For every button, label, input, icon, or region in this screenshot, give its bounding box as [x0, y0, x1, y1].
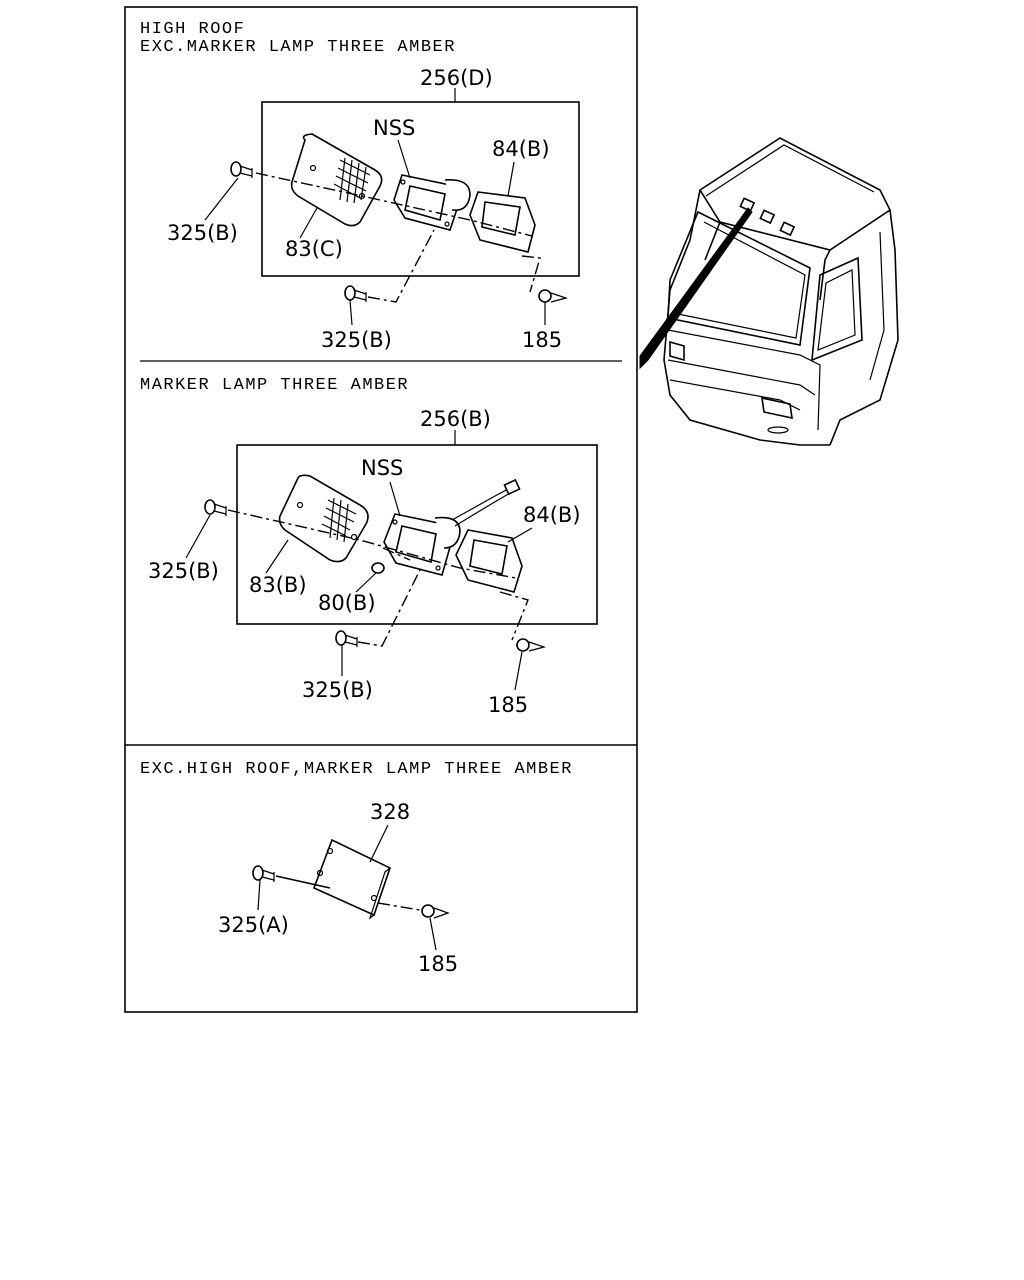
assembly-line — [255, 172, 533, 237]
lens-part — [278, 474, 369, 563]
screw-label: 325(B) — [167, 221, 238, 245]
plate-label: 328 — [370, 800, 410, 824]
section-header-line: MARKER LAMP THREE AMBER — [140, 376, 409, 395]
screw-part — [230, 161, 253, 178]
clip-label: 185 — [522, 328, 562, 352]
nss-label: NSS — [361, 456, 403, 480]
section-marker-lamp: MARKER LAMP THREE AMBER 256(B) — [140, 376, 598, 717]
bulb-part — [371, 562, 385, 574]
leader-line — [299, 207, 318, 239]
section-header-line: EXC.MARKER LAMP THREE AMBER — [140, 38, 456, 57]
bulb-label: 80(B) — [318, 591, 376, 615]
assembly-line — [382, 547, 411, 561]
screw-label: 325(B) — [302, 678, 373, 702]
leader-line — [204, 177, 239, 221]
leader-line — [349, 299, 353, 326]
leader-line — [429, 917, 437, 951]
assembly-line — [275, 875, 331, 889]
leader-line — [397, 139, 411, 179]
assembly-line — [521, 255, 541, 293]
leader-line — [257, 879, 261, 911]
leader-line — [514, 651, 523, 691]
bracket-label: 84(B) — [523, 503, 581, 527]
lamp-housing-part — [393, 174, 471, 231]
assembly-line — [227, 509, 517, 579]
assembly-line — [367, 229, 435, 303]
assembly-line — [357, 569, 421, 647]
lens-label: 83(B) — [249, 573, 307, 597]
bracket-label: 84(B) — [492, 137, 550, 161]
leader-line — [389, 481, 401, 517]
assembly-label: 256(D) — [420, 66, 493, 90]
bracket-part — [455, 529, 523, 593]
leader-line — [265, 539, 289, 574]
clip-part — [516, 638, 547, 652]
leader-line — [185, 514, 211, 559]
clip-part — [421, 904, 450, 919]
screw-part — [335, 630, 358, 647]
lens-part — [290, 133, 383, 227]
assembly-box — [261, 101, 580, 277]
nss-label: NSS — [373, 116, 415, 140]
screw-label: 325(B) — [321, 328, 392, 352]
lamp-housing-part — [383, 478, 521, 576]
leader-line — [355, 572, 377, 593]
clip-label: 185 — [488, 693, 528, 717]
section-high-roof: HIGH ROOF EXC.MARKER LAMP THREE AMBER 25… — [140, 20, 580, 352]
section-exc-high-roof: EXC.HIGH ROOF,MARKER LAMP THREE AMBER 32… — [140, 760, 573, 976]
lens-label: 83(C) — [285, 237, 343, 261]
assembly-line — [377, 902, 421, 911]
screw-part — [344, 285, 367, 302]
diagram-frame — [124, 6, 638, 1013]
screw-label: 325(B) — [148, 559, 219, 583]
assembly-label: 256(B) — [420, 407, 491, 431]
plate-part — [312, 838, 391, 920]
assembly-box — [236, 444, 598, 625]
leader-line — [369, 824, 389, 863]
screw-label: 325(A) — [218, 913, 289, 937]
screw-part — [252, 865, 275, 882]
assembly-line — [499, 591, 529, 641]
leader-line — [507, 161, 515, 197]
truck-cab-illustration — [639, 137, 899, 446]
section-header-line: HIGH ROOF — [140, 20, 245, 39]
clip-label: 185 — [418, 952, 458, 976]
section-header-line: EXC.HIGH ROOF,MARKER LAMP THREE AMBER — [140, 760, 573, 779]
leader-line — [507, 527, 533, 543]
clip-part — [538, 289, 569, 303]
screw-part — [204, 499, 227, 516]
bracket-part — [469, 191, 536, 253]
